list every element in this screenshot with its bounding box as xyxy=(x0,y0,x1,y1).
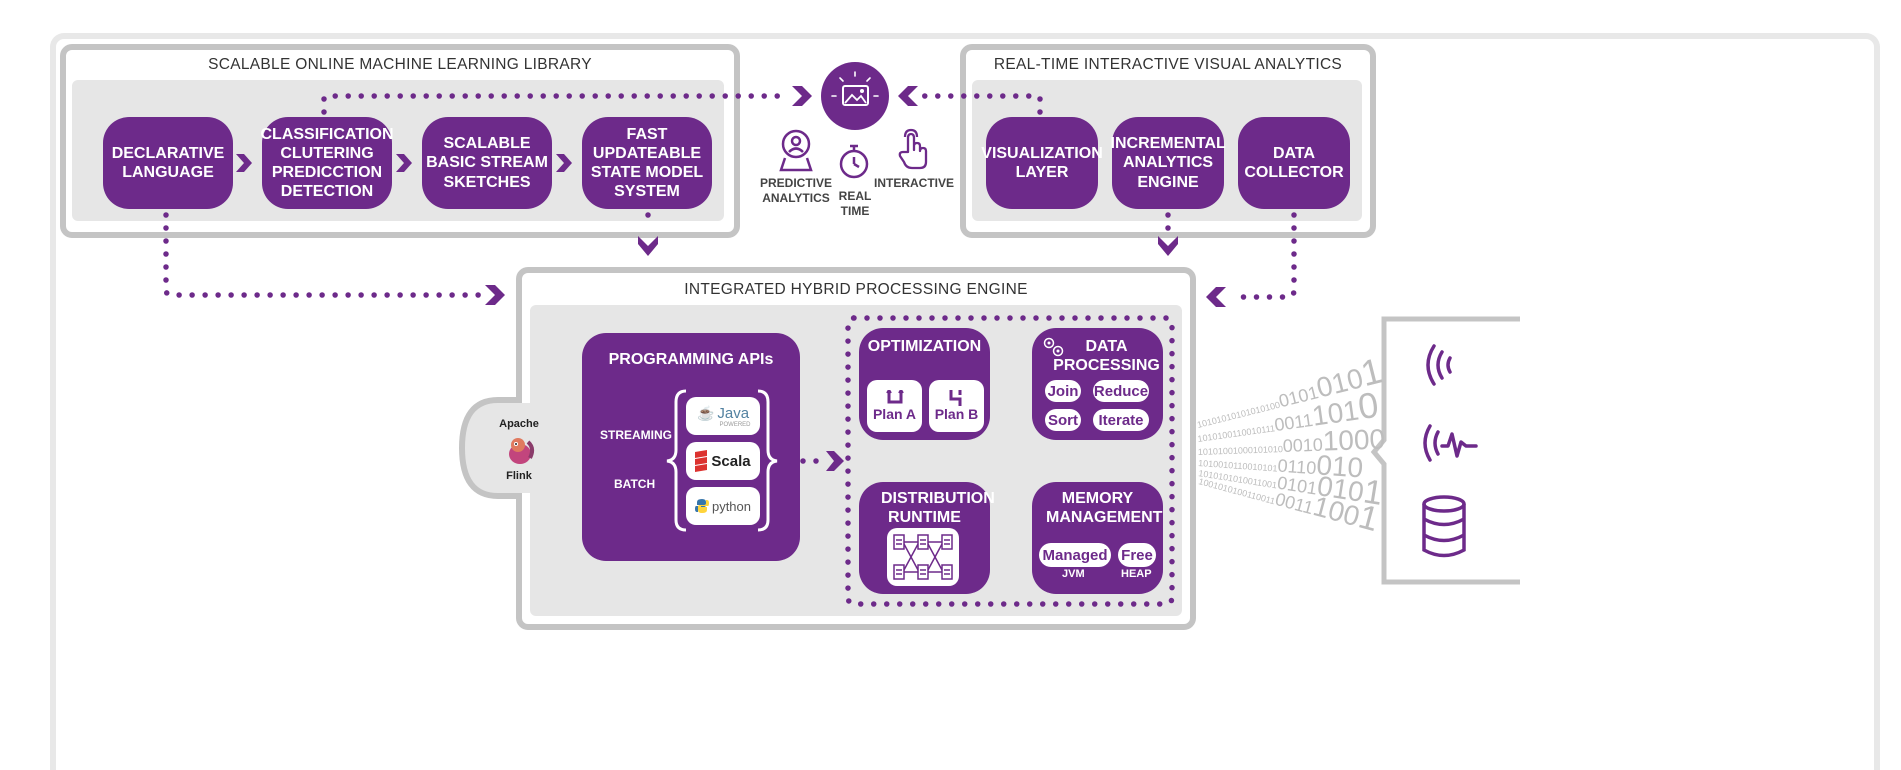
managed-pill: Managed xyxy=(1039,543,1111,567)
join-pill: Join xyxy=(1045,380,1081,402)
data-processing-title-line1: DATA xyxy=(1085,338,1128,355)
scala-logo: Scala xyxy=(686,442,760,480)
java-powered-text: POWERED xyxy=(719,421,751,428)
visual-analytics-title: REAL-TIME INTERACTIVE VISUAL ANALYTICS xyxy=(993,56,1343,73)
free-pill: Free xyxy=(1118,543,1156,567)
data-collector-box: DATA COLLECTOR xyxy=(1238,117,1350,209)
java-icon: ☕ Java xyxy=(697,405,749,422)
plan-b-icon xyxy=(949,390,961,406)
squirrel-icon xyxy=(509,438,535,464)
distribution-runtime-title: DISTRIBUTION RUNTIME xyxy=(881,490,995,527)
flink-label: Flink xyxy=(506,470,532,482)
real-time-label: REAL TIME xyxy=(838,189,872,218)
java-logo: ☕ Java POWERED xyxy=(686,397,760,435)
network-nodes-icon xyxy=(893,534,953,580)
java-text: Java xyxy=(717,404,750,422)
optimization-title: OPTIMIZATION xyxy=(867,338,982,355)
reduce-pill: Reduce xyxy=(1093,380,1149,402)
stream-sketches-box: SCALABLE BASIC STREAM SKETCHES xyxy=(422,117,552,209)
iterate-pill: Iterate xyxy=(1093,409,1149,431)
distribution-network-box xyxy=(887,528,959,586)
incremental-analytics-box: INCREMENTAL ANALYTICS ENGINE xyxy=(1111,117,1226,209)
streaming-label: STREAMING xyxy=(600,428,672,442)
python-logo: python xyxy=(686,487,760,525)
data-processing-title-line2: PROCESSING xyxy=(1053,357,1160,375)
plan-a-box: Plan A xyxy=(867,380,922,432)
plan-a-icon xyxy=(885,390,904,404)
scala-icon xyxy=(695,450,708,472)
heartbeat-signal-icon xyxy=(1423,424,1478,462)
flink-logo: Apache Flink xyxy=(487,412,551,488)
batch-label: BATCH xyxy=(614,477,656,491)
interactive-label: INTERACTIVE xyxy=(874,176,955,190)
heap-label: HEAP xyxy=(1121,568,1152,580)
ml-library-title: SCALABLE ONLINE MACHINE LEARNING LIBRARY xyxy=(208,56,592,73)
coffee-cup-icon: ☕ xyxy=(696,404,715,421)
sort-pill: Sort xyxy=(1045,409,1081,431)
database-icon xyxy=(1422,495,1466,558)
state-model-box: FAST UPDATEABLE STATE MODEL SYSTEM xyxy=(582,117,712,209)
outer-frame xyxy=(50,33,1880,770)
predictive-analytics-label: PREDICTIVE ANALYTICS xyxy=(759,176,832,205)
python-icon xyxy=(694,499,709,513)
memory-management-title: MEMORY MANAGEMENT xyxy=(1046,490,1163,527)
apache-label: Apache xyxy=(499,418,539,430)
processing-engine-title: INTEGRATED HYBRID PROCESSING ENGINE xyxy=(684,281,1028,298)
scala-text: Scala xyxy=(711,452,751,470)
wireless-signal-icon xyxy=(1426,344,1452,386)
plan-a-label: Plan A xyxy=(872,406,917,422)
python-text: python xyxy=(711,498,752,514)
programming-apis-title: PROGRAMMING APIs xyxy=(608,351,774,368)
visualization-layer-box: VISUALIZATION LAYER xyxy=(981,117,1103,209)
jvm-label: JVM xyxy=(1062,568,1085,580)
plan-b-label: Plan B xyxy=(934,406,979,422)
declarative-language-box: DECLARATIVE LANGUAGE xyxy=(103,117,233,209)
classification-box: CLASSIFICATION CLUTERING PREDICCTION DET… xyxy=(260,117,394,209)
plan-b-box: Plan B xyxy=(929,380,984,432)
data-processing-title: DATA PROCESSING xyxy=(1032,337,1163,375)
